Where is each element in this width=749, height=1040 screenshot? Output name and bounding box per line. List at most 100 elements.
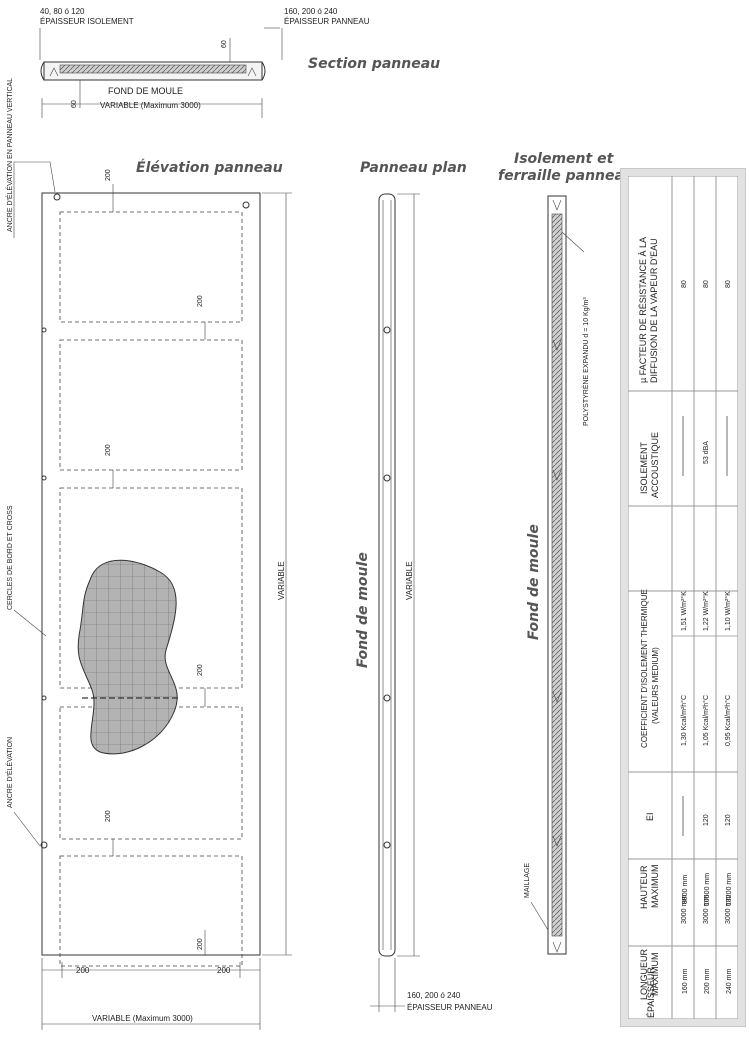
- mesh-label: MAILLAGE: [524, 863, 531, 898]
- anchor-vertical-label: ANCRE D'ÉLÉVATION EN PANNEAU VERTICAL: [5, 78, 14, 232]
- plan-height-label: VARIABLE: [405, 561, 414, 600]
- plan-anchor-4: [383, 841, 391, 849]
- insulation-mould-label: Fond de moule: [526, 524, 542, 640]
- row3-vapour: 80: [725, 280, 732, 288]
- insulation-polystyrene-layer: [551, 213, 563, 937]
- spec-table-frame: µ FACTEUR DE RÉSISTANCE À LA DIFFUSION D…: [620, 168, 746, 1027]
- elevation-height-label: VARIABLE: [277, 561, 286, 600]
- dim-200-5: 200: [105, 810, 112, 822]
- dim-200-bottom-left: 200: [76, 966, 90, 975]
- spec-table-border: [628, 176, 738, 1019]
- insulation-thickness-label: ÉPAISSEUR ISOLEMENT: [40, 17, 134, 26]
- section-width-ticks: [41, 98, 263, 118]
- plan-panel-inner-lines: [382, 200, 392, 950]
- insulation-marker-5: [552, 835, 562, 847]
- edge-circle-2: [41, 475, 47, 481]
- row2-height: 3000 mm: [703, 895, 710, 924]
- elevation-panel-drawing: Élévation panneau 200 200 200 200 200 20…: [5, 78, 292, 1030]
- elevation-width-label: VARIABLE (Maximum 3000): [92, 1014, 193, 1023]
- plan-thickness-dimension: [370, 958, 405, 1012]
- elevation-bottom-dims: [41, 958, 261, 1030]
- section-insulation-layer: [59, 64, 247, 74]
- plan-thickness-values: 160, 200 ó 240: [407, 991, 461, 1000]
- panel-thickness-label: ÉPAISSEUR PANNEAU: [284, 17, 370, 26]
- row2-kcal: 1,05 Kcal/m²h°C: [702, 695, 710, 746]
- table-header-thermal: COEFFICIENT D'ISOLEMENT THERMIQUE (VALEU…: [640, 589, 660, 748]
- insulation-title-line2: ferraille panneau: [498, 168, 634, 184]
- row1-height: 3000 mm: [681, 895, 688, 924]
- dim-60-top: 60: [221, 40, 228, 48]
- panel-thickness-values: 160, 200 ó 240: [284, 7, 338, 16]
- spec-table-row-lines: [671, 176, 717, 1019]
- spec-table-inner: µ FACTEUR DE RÉSISTANCE À LA DIFFUSION D…: [628, 176, 738, 1019]
- insulation-panel-drawing: Isolement et ferraille panneau POLYSTYRÈ…: [498, 151, 634, 955]
- insulation-marker-top: [552, 199, 562, 211]
- row3-height: 3000 mm: [725, 895, 732, 924]
- edge-circles-leader: [13, 609, 47, 637]
- row1-kcal: 1,30 Kcal/m²h°C: [680, 695, 688, 746]
- table-header-acoustic: ISOLEMENT ACCOUSTIQUE: [639, 432, 660, 498]
- plan-thickness-label: ÉPAISSEUR PANNEAU: [407, 1003, 493, 1012]
- row2-acoustic: 53 dBA: [703, 441, 710, 464]
- vapour-header-line2: DIFFUSION DE LA VAPEUR D'EAU: [649, 238, 659, 383]
- section-title: Section panneau: [308, 56, 440, 72]
- table-row: 80 1,51 W/m²°K 1,30 Kcal/m²h°C 3000 mm 8…: [680, 280, 688, 924]
- elevation-box-2: [59, 339, 243, 471]
- thermal-header-line2: (VALEURS MEDIUM): [651, 647, 660, 724]
- edge-circle-1: [41, 327, 47, 333]
- section-left-marker: [49, 67, 59, 77]
- insulation-title-line1: Isolement et: [514, 151, 615, 167]
- spec-table-column-lines: [628, 390, 738, 947]
- plan-anchor-1: [383, 326, 391, 334]
- dim-200-2: 200: [197, 295, 204, 307]
- anchor-circle-top-right: [242, 201, 250, 209]
- polystyrene-leader: [561, 231, 585, 253]
- row3-ei: 120: [725, 814, 732, 826]
- dim-200-4: 200: [197, 664, 204, 676]
- section-panel-left-end: [40, 61, 45, 81]
- table-header-max-height: HAUTEUR MAXIMUM: [639, 865, 660, 910]
- dim-200-3: 200: [105, 444, 112, 456]
- max-length-header-line1: LONGUEUR: [639, 948, 649, 1000]
- row1-w: 1,51 W/m²°K: [680, 591, 688, 631]
- insulation-marker-2: [552, 339, 562, 351]
- row3-w: 1,10 W/m²°K: [724, 591, 732, 631]
- plan-anchor-3: [383, 694, 391, 702]
- vapour-header-line1: µ FACTEUR DE RÉSISTANCE À LA: [638, 237, 648, 383]
- row2-ei: 120: [703, 814, 710, 826]
- plan-title: Panneau plan: [360, 160, 467, 176]
- thermal-header-line1: COEFFICIENT D'ISOLEMENT THERMIQUE: [640, 589, 649, 748]
- table-row: 80 1,10 W/m²°K 0,95 Kcal/m²h°C 120 3000 …: [724, 280, 732, 924]
- section-panel-drawing: 40, 80 ó 120 ÉPAISSEUR ISOLEMENT 160, 20…: [39, 7, 440, 118]
- max-height-header-line2: MAXIMUM: [650, 865, 660, 909]
- plan-height-dimension: [397, 193, 420, 957]
- table-row: 80 53 dBA 1,22 W/m²°K 1,05 Kcal/m²h°C 12…: [702, 280, 710, 924]
- row2-vapour: 80: [703, 280, 710, 288]
- insulation-thickness-values: 40, 80 ó 120: [40, 7, 85, 16]
- elevation-height-dimension: [262, 192, 292, 956]
- section-right-marker: [247, 67, 257, 77]
- mesh-leader: [530, 901, 549, 931]
- row2-w: 1,22 W/m²°K: [702, 591, 710, 631]
- plan-panel-drawing: Panneau plan VARIABLE Fond de moule 160,…: [355, 160, 493, 1012]
- mesh-cutaway: [77, 559, 178, 755]
- acoustic-header-line1: ISOLEMENT: [639, 441, 649, 494]
- dim-200-bottom-right: 200: [217, 966, 231, 975]
- polystyrene-label: POLYSTYRÈNE EXPANDU d = 10 Kg/m³: [581, 297, 590, 426]
- anchor-vertical-leader: [13, 161, 56, 238]
- acoustic-header-line2: ACCOUSTIQUE: [650, 432, 660, 498]
- dim-200-1: 200: [105, 169, 112, 181]
- section-mould-label: FOND DE MOULE: [108, 86, 183, 96]
- section-width-label: VARIABLE (Maximum 3000): [100, 101, 201, 110]
- plan-anchor-2: [383, 474, 391, 482]
- insulation-marker-bottom: [552, 941, 562, 953]
- elevation-box-5: [59, 855, 243, 967]
- section-panel-right-end: [261, 61, 266, 81]
- insulation-marker-3: [552, 469, 562, 481]
- row3-kcal: 0,95 Kcal/m²h°C: [724, 695, 732, 746]
- elevation-title: Élévation panneau: [136, 159, 283, 176]
- anchor-circle-bottom: [40, 841, 48, 849]
- spec-table: µ FACTEUR DE RÉSISTANCE À LA DIFFUSION D…: [628, 176, 738, 1019]
- elevation-box-1: [59, 211, 243, 323]
